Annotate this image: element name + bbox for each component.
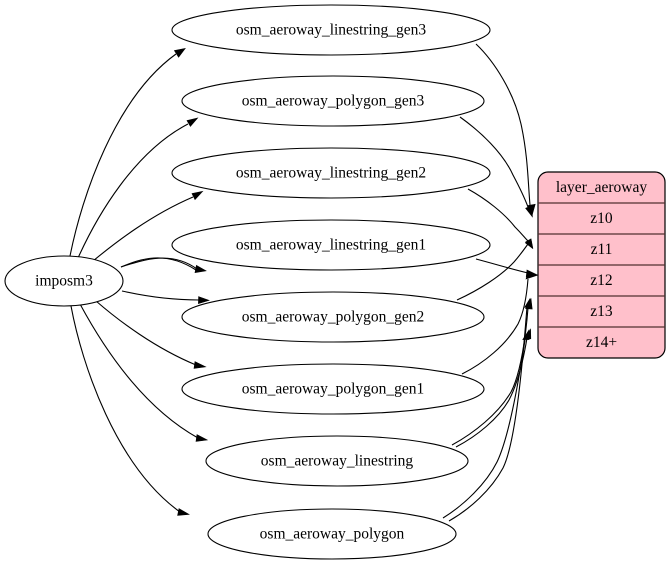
node-osm-aeroway-polygon-gen2-label: osm_aeroway_polygon_gen2 bbox=[242, 309, 425, 326]
node-osm-aeroway-linestring-gen2-shape[interactable] bbox=[171, 147, 491, 199]
node-osm-aeroway-polygon-label: osm_aeroway_polygon bbox=[260, 526, 405, 543]
edge-imposm3-to-osm-aeroway-linestring-gen1 bbox=[120, 257, 207, 273]
layer-aeroway-row-z10[interactable]: z10 bbox=[590, 210, 613, 227]
node-osm-aeroway-linestring-gen3-label: osm_aeroway_linestring_gen3 bbox=[236, 22, 427, 39]
node-osm-aeroway-polygon[interactable]: osm_aeroway_polygon bbox=[207, 508, 457, 560]
node-osm-aeroway-polygon-gen1-shape[interactable] bbox=[181, 363, 485, 415]
node-imposm3-shape[interactable] bbox=[4, 255, 124, 307]
node-osm-aeroway-polygon-gen3[interactable]: osm_aeroway_polygon_gen3 bbox=[181, 75, 485, 127]
node-imposm3[interactable]: imposm3 bbox=[4, 255, 124, 307]
node-imposm3-label: imposm3 bbox=[35, 273, 93, 290]
node-osm-aeroway-polygon-gen3-label: osm_aeroway_polygon_gen3 bbox=[242, 93, 425, 110]
edge-osm-aeroway-linestring-gen3-to-layer-z10 bbox=[475, 43, 536, 217]
layer-aeroway-row-z13[interactable]: z13 bbox=[590, 303, 613, 320]
node-osm-aeroway-linestring-gen3[interactable]: osm_aeroway_linestring_gen3 bbox=[171, 4, 491, 56]
node-osm-aeroway-polygon-gen2[interactable]: osm_aeroway_polygon_gen2 bbox=[181, 291, 485, 343]
node-osm-aeroway-linestring-gen1-label: osm_aeroway_linestring_gen1 bbox=[236, 237, 426, 254]
edge-imposm3-to-osm-aeroway-polygon bbox=[70, 305, 190, 516]
layer-aeroway-row-z14plus[interactable]: z14+ bbox=[586, 334, 617, 351]
node-osm-aeroway-linestring-shape[interactable] bbox=[205, 435, 469, 487]
layer-aeroway-header-label: layer_aeroway bbox=[556, 179, 647, 196]
node-osm-aeroway-polygon-gen2-shape[interactable] bbox=[181, 291, 485, 343]
node-osm-aeroway-linestring-gen3-shape[interactable] bbox=[171, 4, 491, 56]
edge-osm-aeroway-polygon-gen2-to-layer-z11 bbox=[456, 238, 534, 301]
node-osm-aeroway-linestring-gen2-label: osm_aeroway_linestring_gen2 bbox=[236, 165, 426, 182]
node-osm-aeroway-polygon-gen1[interactable]: osm_aeroway_polygon_gen1 bbox=[181, 363, 485, 415]
node-osm-aeroway-linestring[interactable]: osm_aeroway_linestring bbox=[205, 435, 469, 487]
node-osm-aeroway-linestring-gen2[interactable]: osm_aeroway_linestring_gen2 bbox=[171, 147, 491, 199]
edge-imposm3-to-osm-aeroway-linestring bbox=[79, 303, 209, 442]
node-osm-aeroway-linestring-gen1[interactable]: osm_aeroway_linestring_gen1 bbox=[171, 219, 491, 271]
node-osm-aeroway-linestring-label: osm_aeroway_linestring bbox=[261, 453, 414, 470]
node-osm-aeroway-polygon-gen1-label: osm_aeroway_polygon_gen1 bbox=[242, 381, 425, 398]
edge-imposm3-to-osm-aeroway-polygon-gen3 bbox=[77, 117, 199, 259]
layer-aeroway-row-z12[interactable]: z12 bbox=[590, 272, 612, 289]
node-layer-aeroway-record[interactable]: layer_aeroway z10 z11 z12 z13 z14+ bbox=[537, 171, 666, 359]
layer-aeroway-row-z11[interactable]: z11 bbox=[591, 241, 613, 258]
edge-osm-aeroway-polygon-gen3-to-layer-z10 bbox=[459, 116, 533, 218]
edge-group-tables-to-layer bbox=[442, 43, 539, 522]
edge-imposm3-to-osm-aeroway-polygon-gen1 bbox=[95, 300, 207, 369]
edge-osm-aeroway-polygon-gen1-to-layer-z12 bbox=[461, 271, 539, 375]
edge-imposm3-to-osm-aeroway-linestring-gen2 bbox=[92, 190, 204, 262]
edge-osm-aeroway-polygon-to-layer-z14plus bbox=[442, 329, 530, 519]
node-osm-aeroway-polygon-shape[interactable] bbox=[207, 508, 457, 560]
edge-imposm3-to-osm-aeroway-linestring-gen3 bbox=[69, 47, 186, 257]
node-osm-aeroway-polygon-gen3-shape[interactable] bbox=[181, 75, 485, 127]
edge-group-source-to-tables bbox=[69, 47, 210, 516]
edge-imposm3-to-osm-aeroway-polygon-gen2 bbox=[121, 290, 210, 305]
node-osm-aeroway-linestring-gen1-shape[interactable] bbox=[171, 219, 491, 271]
edge-osm-aeroway-polygon-to-layer-z13 bbox=[448, 297, 532, 522]
